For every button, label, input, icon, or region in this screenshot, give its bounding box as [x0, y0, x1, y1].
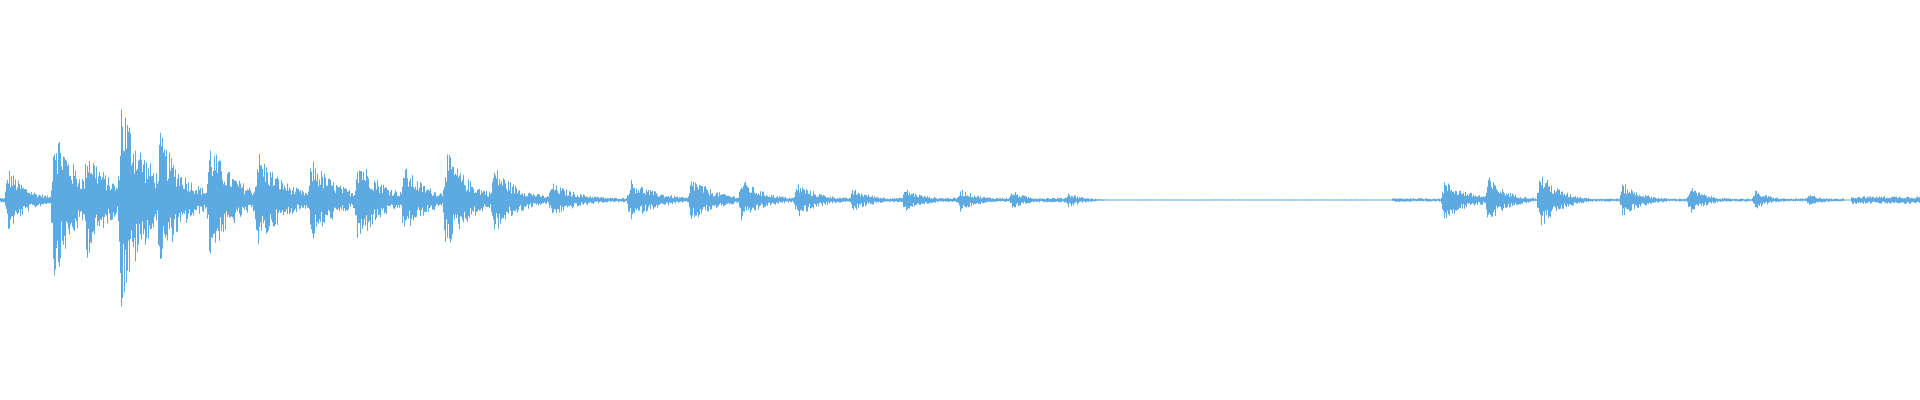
waveform-samples [0, 109, 1920, 307]
waveform-path [0, 109, 1920, 307]
